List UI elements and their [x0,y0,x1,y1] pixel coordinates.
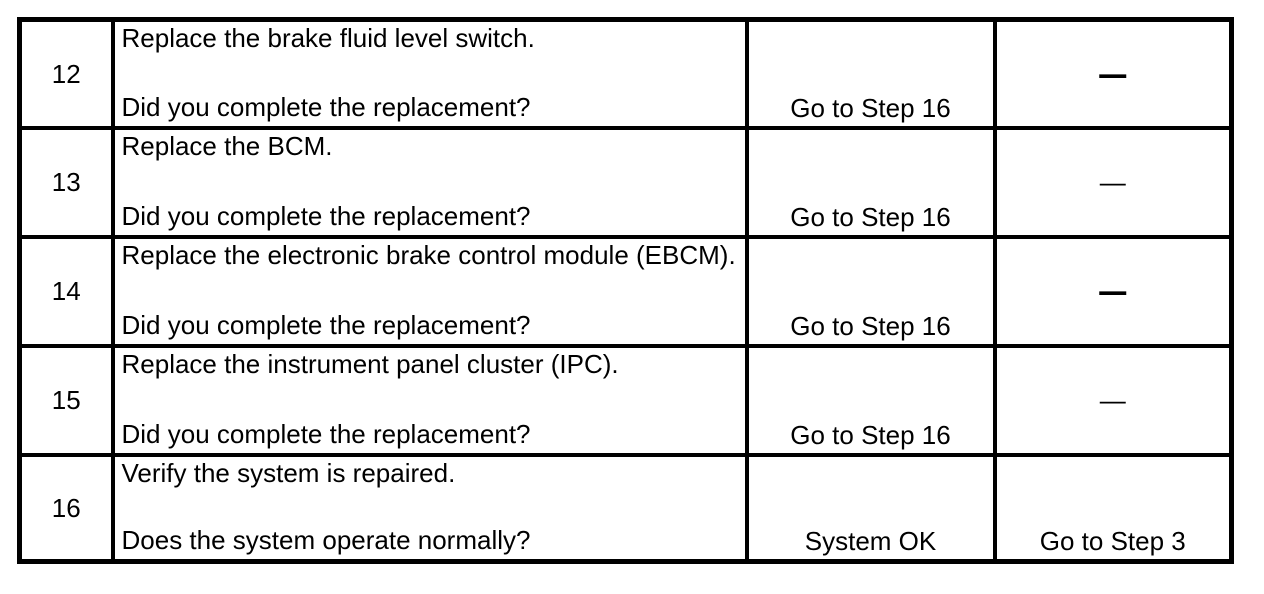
step-number: 16 [51,492,81,523]
yes-result-text: Go to Step 16 [790,92,951,123]
no-result-text: Go to Step 3 [1039,526,1186,556]
action-text: Replace the electronic brake control mod… [121,239,736,270]
action-cell: Replace the BCM. Did you complete the re… [110,125,749,239]
question-text: Did you complete the replacement? [121,309,531,340]
step-cell: 12 [17,17,115,130]
step-number: 14 [51,276,81,306]
table-row: 14 Replace the electronic brake control … [17,234,1234,348]
action-cell: Replace the instrument panel cluster (IP… [110,343,749,457]
step-cell: 16 [17,452,115,564]
yes-result-text: Go to Step 16 [790,310,951,341]
table-row: 12 Replace the brake fluid level switch.… [17,17,1234,130]
result-yes-cell: Go to Step 16 [744,125,997,239]
result-yes-cell: Go to Step 16 [744,234,997,348]
action-cell: Verify the system is repaired. Does the … [110,452,749,564]
result-no-cell: — [992,343,1234,457]
result-yes-cell: System OK [744,452,997,564]
no-result-dash: — [1099,276,1126,306]
yes-result-text: System OK [804,526,937,556]
action-cell: Replace the brake fluid level switch. Di… [110,17,749,130]
table-row: 13 Replace the BCM. Did you complete the… [17,125,1234,239]
no-result-dash: — [1099,167,1126,197]
action-text: Replace the BCM. [121,130,333,161]
step-cell: 15 [17,343,115,457]
question-text: Did you complete the replacement? [121,200,531,231]
table-row: 15 Replace the instrument panel cluster … [17,343,1234,457]
step-number: 15 [51,385,81,415]
result-no-cell: Go to Step 3 [992,452,1234,564]
yes-result-text: Go to Step 16 [790,419,951,450]
result-no-cell: — [992,234,1234,348]
result-no-cell: — [992,17,1234,130]
result-yes-cell: Go to Step 16 [744,343,997,457]
result-no-cell: — [992,125,1234,239]
yes-result-text: Go to Step 16 [790,201,951,232]
action-text: Verify the system is repaired. [121,457,456,488]
action-cell: Replace the electronic brake control mod… [110,234,749,348]
diagnostic-table-container: 12 Replace the brake fluid level switch.… [17,17,1234,564]
question-text: Did you complete the replacement? [121,91,531,122]
question-text: Does the system operate normally? [121,525,531,555]
table-row: 16 Verify the system is repaired. Does t… [17,452,1234,564]
step-number: 12 [51,58,81,89]
result-yes-cell: Go to Step 16 [744,17,997,130]
action-text: Replace the brake fluid level switch. [121,23,535,53]
step-number: 13 [51,167,81,197]
no-result-dash: — [1099,58,1126,89]
action-text: Replace the instrument panel cluster (IP… [121,348,619,379]
step-cell: 13 [17,125,115,239]
step-cell: 14 [17,234,115,348]
no-result-dash: — [1099,385,1126,415]
diagnostic-table: 12 Replace the brake fluid level switch.… [17,17,1234,564]
question-text: Did you complete the replacement? [121,418,531,449]
